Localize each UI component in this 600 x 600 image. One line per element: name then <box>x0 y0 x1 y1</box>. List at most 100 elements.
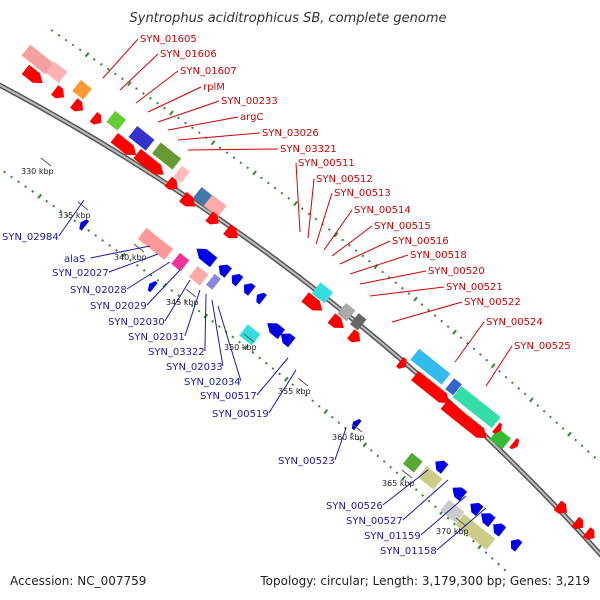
gc-dot <box>291 383 295 387</box>
gc-dot <box>304 394 308 397</box>
scale-tick <box>77 201 89 211</box>
reverse-gene-arrow <box>256 292 267 305</box>
gc-dot <box>330 415 334 419</box>
gene-label-reverse: SYN_01158 <box>380 546 437 557</box>
forward-gene-arrow <box>396 357 407 369</box>
gene-arrows <box>21 64 595 552</box>
feature-block <box>337 302 356 322</box>
gc-dot <box>238 340 241 344</box>
gc-dot <box>45 199 49 203</box>
leader-line <box>102 38 139 79</box>
gc-dot <box>362 442 368 448</box>
forward-gene-arrow <box>179 191 196 207</box>
leader-line <box>58 199 85 237</box>
leader-line <box>108 253 159 273</box>
forward-gene-arrow <box>301 292 323 311</box>
gc-dot <box>50 29 54 32</box>
gc-dot <box>414 488 418 492</box>
feature-block <box>173 165 190 183</box>
feature-block <box>152 142 182 170</box>
gc-dot <box>135 263 139 267</box>
scale-tick <box>243 333 255 343</box>
leader-line <box>135 70 179 104</box>
gc-dot <box>348 243 351 247</box>
gc-dot <box>536 404 540 407</box>
gc-dot <box>529 397 534 403</box>
topology-text: Topology: circular; Length: 3,179,300 bp… <box>259 574 590 588</box>
leader-line <box>339 240 391 265</box>
gc-dot <box>421 493 425 497</box>
leader-line <box>359 270 427 285</box>
gc-dot <box>452 329 457 335</box>
gc-dot <box>593 455 597 459</box>
leader-line <box>211 299 224 367</box>
scale-label: 345 kbp <box>166 298 199 307</box>
forward-gene-arrow <box>440 399 487 438</box>
gc-dot <box>246 166 250 170</box>
leader-line <box>331 225 373 257</box>
gc-dot <box>361 254 365 258</box>
reverse-gene-arrow <box>435 460 449 474</box>
gc-dot <box>574 438 578 442</box>
reverse-gene-arrow <box>470 502 484 516</box>
gc-dot <box>273 186 277 190</box>
gc-dot <box>64 38 68 42</box>
gc-dot <box>243 344 249 350</box>
gc-dot <box>31 190 35 193</box>
gc-dot <box>149 96 152 100</box>
gc-dot <box>280 191 284 195</box>
gene-label-forward: SYN_00524 <box>486 317 543 328</box>
gc-dot <box>356 437 360 441</box>
leader-line <box>217 305 242 382</box>
gc-dot <box>293 200 298 207</box>
forward-gene-arrow <box>492 422 503 434</box>
gc-dot <box>369 448 373 452</box>
gc-dot <box>156 278 160 282</box>
gc-dot <box>135 87 138 90</box>
gene-label-reverse: SYN_00523 <box>278 456 335 467</box>
gc-dot <box>266 181 270 185</box>
forward-gene-arrow <box>411 370 450 403</box>
gc-dot <box>177 294 180 298</box>
scale-label: 365 kbp <box>382 479 415 488</box>
leader-line <box>369 286 445 297</box>
gene-label-forward: SYN_01606 <box>160 49 217 60</box>
gc-dot <box>163 106 166 110</box>
gene-label-forward: SYN_03321 <box>280 144 337 155</box>
leader-line <box>315 192 333 245</box>
gc-dot <box>477 544 483 550</box>
gc-dot <box>446 516 450 520</box>
gc-dot <box>92 58 96 61</box>
gc-dot <box>382 460 386 463</box>
leader-line <box>436 507 487 551</box>
feature-block <box>128 125 155 151</box>
gc-dot <box>271 367 275 370</box>
forward-gene-arrow <box>582 527 595 540</box>
forward-gene-arrow <box>347 329 361 343</box>
gc-dot <box>115 248 118 252</box>
gc-dot <box>239 161 243 165</box>
gc-dot <box>561 427 565 430</box>
reverse-gene-arrow <box>452 487 468 502</box>
gc-dot <box>453 522 456 526</box>
gc-dot <box>586 450 590 453</box>
gene-label-forward: SYN_00518 <box>410 250 467 261</box>
feature-block <box>106 110 127 131</box>
gene-label-forward: SYN_00521 <box>446 282 503 293</box>
leader-line <box>146 269 181 306</box>
gc-dot <box>57 33 61 37</box>
forward-gene-arrow <box>571 516 584 530</box>
gc-dot <box>394 281 398 285</box>
scale-label: 370 kbp <box>436 527 469 536</box>
gc-dot <box>498 369 502 373</box>
gc-dot <box>341 238 345 242</box>
gc-dot <box>440 319 444 323</box>
forward-gene-arrow <box>50 85 65 99</box>
scale-tick <box>455 517 467 527</box>
gc-dot <box>142 92 145 95</box>
scale-label: 355 kbp <box>278 387 311 396</box>
leader-line <box>454 321 485 363</box>
gc-dot <box>376 454 380 458</box>
